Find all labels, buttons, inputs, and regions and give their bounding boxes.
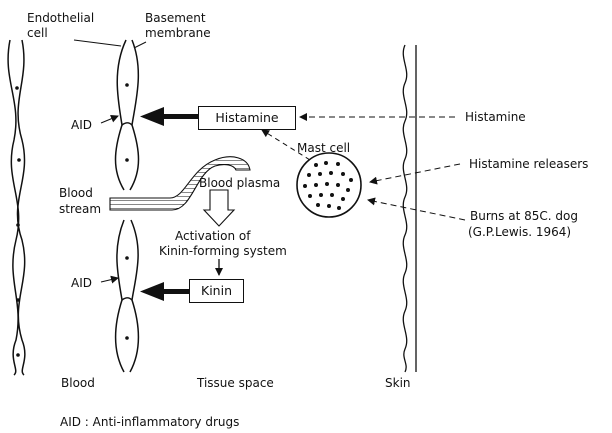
kinin-box-label: Kinin [201, 283, 232, 298]
basement-membrane-label: Basement membrane [145, 11, 223, 41]
skin-line [403, 45, 406, 372]
blood-stream-label: Blood stream [59, 185, 109, 217]
histamine-to-vessel-arrow [140, 107, 198, 126]
blood-plasma-label: Blood plasma [199, 176, 280, 190]
basement-membrane-text: Basement membrane [145, 11, 211, 40]
histamine-box-label: Histamine [215, 110, 278, 125]
releasers-dashed-arrow [370, 164, 460, 182]
endothelial-cell-text: Endothelial cell [27, 11, 94, 40]
footnote: AID : Anti-inflammatory drugs [60, 415, 239, 429]
blood-stream-text: Blood stream [59, 186, 101, 216]
mast-cell-label: Mast cell [297, 141, 350, 155]
histamine-releasers-label: Histamine releasers [469, 157, 588, 171]
lower-endothelium [116, 220, 139, 372]
region-blood-label: Blood [61, 376, 95, 390]
burns-line2-label: (G.P.Lewis. 1964) [468, 225, 571, 239]
aid-top-label: AID [71, 118, 92, 132]
aid-bottom-pointer [101, 278, 118, 282]
kinin-forming-system-label: Kinin-forming system [159, 244, 287, 258]
kinin-box: Kinin [189, 279, 244, 303]
upper-endothelium [116, 40, 139, 190]
region-skin-label: Skin [385, 376, 411, 390]
histamine-right-label: Histamine [465, 110, 526, 124]
aid-bottom-label: AID [71, 276, 92, 290]
burns-line1-label: Burns at 85C. dog [470, 209, 578, 223]
plasma-down-arrow [204, 190, 234, 226]
kinin-to-vessel-arrow [140, 282, 190, 301]
region-tissue-label: Tissue space [197, 376, 274, 390]
histamine-box: Histamine [198, 106, 296, 130]
aid-top-pointer [101, 116, 118, 123]
activation-of-label: Activation of [175, 229, 250, 243]
left-vessel-wall [8, 40, 25, 375]
endothelial-cell-label: Endothelial cell [27, 11, 97, 41]
basement-pointer [134, 42, 146, 48]
